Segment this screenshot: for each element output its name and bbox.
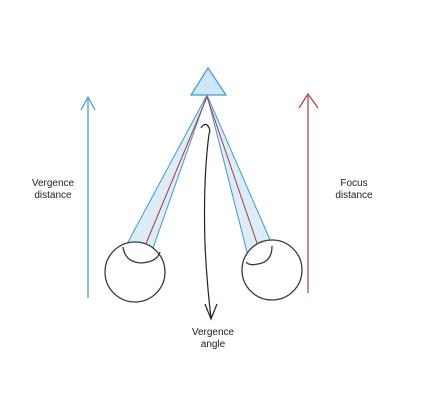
focus-distance-label-line1: Focus [340, 178, 368, 189]
vergence-distance-label-line2: distance [34, 190, 72, 201]
vergence-distance-label: Vergence distance [22, 178, 84, 202]
focus-distance-label-line2: distance [335, 190, 373, 201]
vergence-distance-arrow [80, 95, 96, 298]
right-visual-axis [206, 96, 259, 247]
vergence-angle-label: Vergence angle [180, 327, 246, 351]
vergence-angle-arrow [200, 123, 218, 321]
focus-distance-label: Focus distance [323, 178, 385, 202]
vergence-angle-label-line2: angle [200, 339, 226, 350]
left-eye-cone [127, 94, 208, 249]
right-eye-icon [241, 239, 303, 301]
vergence-angle-label-line1: Vergence [191, 327, 235, 338]
vergence-distance-label-line1: Vergence [31, 178, 75, 189]
right-eye-cone [206, 94, 272, 253]
focus-distance-arrow [298, 92, 319, 293]
left-visual-axis [144, 96, 208, 247]
left-eye-icon [104, 241, 166, 303]
triangle-target-icon [189, 66, 228, 96]
